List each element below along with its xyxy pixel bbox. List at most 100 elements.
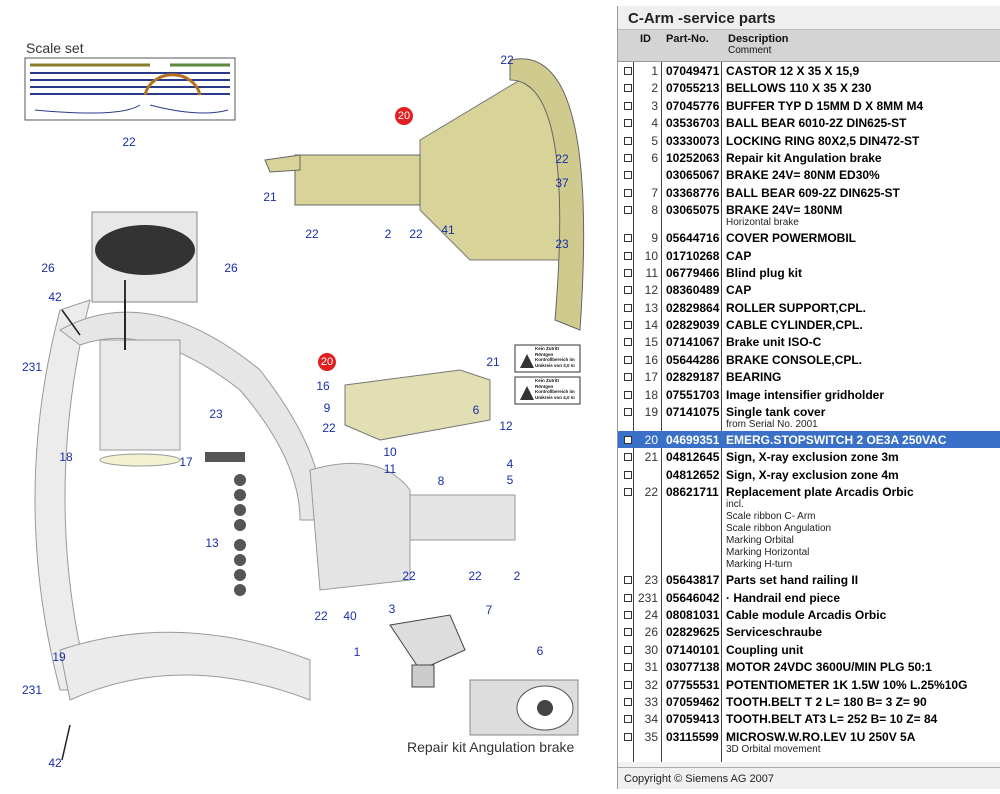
- row-checkbox[interactable]: [624, 234, 632, 243]
- row-description: Repair kit Angulation brake: [726, 150, 882, 165]
- header-description[interactable]: Description: [728, 33, 789, 45]
- row-checkbox[interactable]: [624, 268, 632, 277]
- row-checkbox[interactable]: [624, 390, 632, 399]
- row-id: 14: [644, 318, 658, 333]
- row-id: 5: [651, 133, 658, 148]
- row-description: Image intensifier gridholder: [726, 387, 885, 402]
- row-checkbox[interactable]: [624, 680, 632, 689]
- row-checkbox[interactable]: [624, 251, 632, 260]
- row-part-no: 07755531: [666, 677, 720, 692]
- row-checkbox[interactable]: [624, 488, 632, 497]
- callout-label: 22: [500, 53, 514, 67]
- row-checkbox[interactable]: [624, 470, 632, 479]
- row-checkbox[interactable]: [624, 408, 632, 417]
- copyright-footer: Copyright © Siemens AG 2007: [618, 767, 1000, 789]
- row-checkbox[interactable]: [624, 153, 632, 162]
- callout-label: 22: [305, 227, 319, 241]
- row-checkbox[interactable]: [624, 84, 632, 93]
- row-part-no: 07049471: [666, 64, 720, 78]
- row-checkbox[interactable]: [624, 136, 632, 145]
- row-checkbox[interactable]: [624, 628, 632, 637]
- row-checkbox[interactable]: [624, 338, 632, 347]
- row-checkbox[interactable]: [624, 355, 632, 364]
- row-description: MOTOR 24VDC 3600U/MIN PLG 50:1: [726, 660, 932, 675]
- row-checkbox[interactable]: [624, 663, 632, 672]
- row-checkbox[interactable]: [624, 119, 632, 128]
- row-checkbox[interactable]: [624, 373, 632, 382]
- row-description: Coupling unit: [726, 642, 804, 657]
- row-checkbox[interactable]: [624, 453, 632, 462]
- header-part-no[interactable]: Part-No.: [666, 33, 709, 45]
- row-description: · Handrail end piece: [726, 590, 841, 605]
- row-part-no: 04812652: [666, 467, 720, 482]
- row-id: 13: [644, 300, 658, 315]
- row-checkbox[interactable]: [624, 576, 632, 585]
- sign-line: Röntgen: [535, 383, 554, 389]
- row-checkbox[interactable]: [624, 697, 632, 706]
- row-description: BELLOWS 110 X 35 X 230: [726, 81, 872, 96]
- row-checkbox[interactable]: [624, 206, 632, 215]
- row-checkbox[interactable]: [624, 645, 632, 654]
- row-checkbox[interactable]: [624, 732, 632, 741]
- callout-label: 26: [224, 261, 238, 275]
- row-checkbox[interactable]: [624, 610, 632, 619]
- row-description: COVER POWERMOBIL: [726, 231, 857, 246]
- row-id: 26: [644, 625, 658, 640]
- row-part-no: 07045776: [666, 98, 720, 113]
- warning-signs-image: [514, 344, 581, 405]
- row-id: 9: [651, 231, 658, 246]
- row-checkbox[interactable]: [624, 715, 632, 724]
- row-id: 24: [644, 607, 658, 622]
- row-checkbox[interactable]: [624, 593, 632, 602]
- row-checkbox[interactable]: [624, 67, 632, 75]
- row-checkbox[interactable]: [624, 321, 632, 330]
- row-checkbox[interactable]: [624, 303, 632, 312]
- header-id[interactable]: ID: [640, 33, 651, 45]
- callout-label: 8: [437, 474, 445, 488]
- row-id: 22: [644, 485, 658, 500]
- row-checkbox[interactable]: [624, 171, 632, 180]
- roller-bearings-image: [205, 452, 246, 596]
- row-checkbox[interactable]: [624, 286, 632, 295]
- angulation-unit-image: [264, 58, 585, 331]
- callout-label: 12: [499, 419, 513, 433]
- row-checkbox[interactable]: [624, 188, 632, 197]
- callout-label: 22: [122, 135, 136, 149]
- row-checkbox[interactable]: [624, 436, 632, 445]
- row-checkbox[interactable]: [624, 101, 632, 110]
